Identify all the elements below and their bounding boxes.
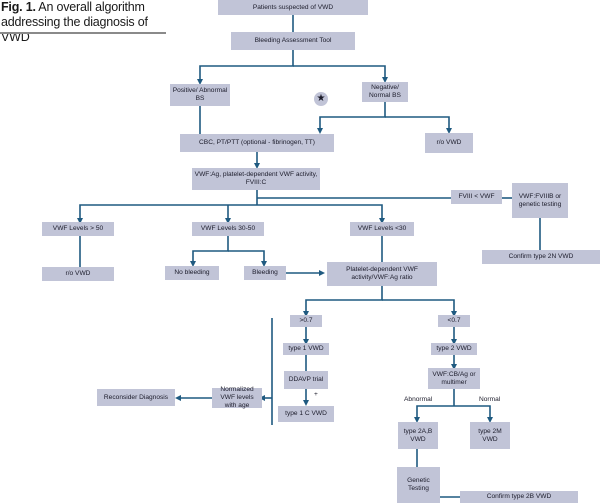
- node-vwf-levels-lt30: VWF Levels <30: [350, 222, 414, 236]
- edge-levels-lt30: [257, 204, 385, 224]
- node-ro-vwd-top: r/o VWD: [425, 133, 473, 153]
- edge-levels-gt50: [77, 204, 257, 224]
- node-cbc-pt-ptt: CBC, PT/PTT (optional - fibrinogen, TT): [180, 134, 334, 152]
- node-vwf-cb-ag: VWF:CB/Ag or multimer: [428, 368, 480, 389]
- node-type-2ab-vwd: type 2A,B VWD: [398, 422, 438, 449]
- edge-ratio-lt07: [382, 299, 457, 317]
- node-type-1-vwd: type 1 VWD: [283, 343, 329, 355]
- node-genetic-testing: Genetic Testing: [397, 467, 440, 503]
- node-gt-0-7: >0.7: [290, 315, 322, 327]
- node-bleeding: Bleeding: [244, 266, 286, 280]
- node-vwf-levels-30-50: VWF Levels 30-50: [192, 222, 264, 236]
- node-confirm-type-2b: Confirm type 2B VWD: [460, 491, 578, 503]
- node-positive-abnormal-bs: Positive/ Abnormal BS: [170, 84, 230, 106]
- node-platelet-ratio: Platelet-dependent VWF activity/VWF:Ag r…: [327, 262, 437, 286]
- node-normalized-vwf: Normalized VWF levels with age: [212, 386, 262, 409]
- edge-3050-bleeding: [228, 250, 267, 267]
- node-vwf-levels-gt50: VWF Levels > 50: [42, 222, 114, 236]
- edge-negative-rovwd: [385, 116, 452, 134]
- node-patients-suspected: Patients suspected of VWD: [218, 0, 368, 15]
- node-no-bleeding: No bleeding: [165, 266, 219, 280]
- node-negative-normal-bs: Negative/ Normal BS: [362, 82, 408, 102]
- node-vwf-ag-panel: VWF:Ag, platelet-dependent VWF activity,…: [192, 168, 320, 190]
- node-type-1c-vwd: type 1 C VWD: [278, 406, 334, 422]
- edge-bat-split: [197, 50, 294, 85]
- star-icon: ★: [314, 92, 328, 106]
- figure-label: Fig. 1.: [1, 0, 36, 14]
- node-bleeding-assessment-tool: Bleeding Assessment Tool: [231, 32, 355, 50]
- edge-negative-split: [317, 102, 386, 134]
- edge-label-abnormal: Abnormal: [404, 396, 433, 403]
- node-type-2m-vwd: type 2M VWD: [470, 422, 510, 449]
- node-vwf-fviiib: VWF:FVIIIB or genetic testing: [512, 183, 568, 218]
- node-reconsider-diagnosis: Reconsider Diagnosis: [97, 389, 175, 406]
- caption-divider: [0, 32, 166, 34]
- edge-3050-split: [190, 235, 229, 267]
- node-ro-vwd-left: r/o VWD: [42, 267, 114, 281]
- node-confirm-type-2n: Confirm type 2N VWD: [482, 250, 600, 264]
- edge-label-normal: Normal: [479, 396, 501, 403]
- edge-ratio-gt07: [303, 286, 383, 317]
- node-ddavp-trial: DDAVP trial: [284, 371, 328, 389]
- edge-normal: [454, 405, 493, 423]
- edge-label-plus: +: [314, 391, 318, 398]
- node-lt-0-7: <0.7: [438, 315, 470, 327]
- node-fviii-lt-vwf: FVIII < VWF: [451, 190, 502, 204]
- edge-bat-negative: [293, 65, 388, 83]
- edge-abnormal: [414, 405, 454, 423]
- node-type-2-vwd: type 2 VWD: [431, 343, 477, 355]
